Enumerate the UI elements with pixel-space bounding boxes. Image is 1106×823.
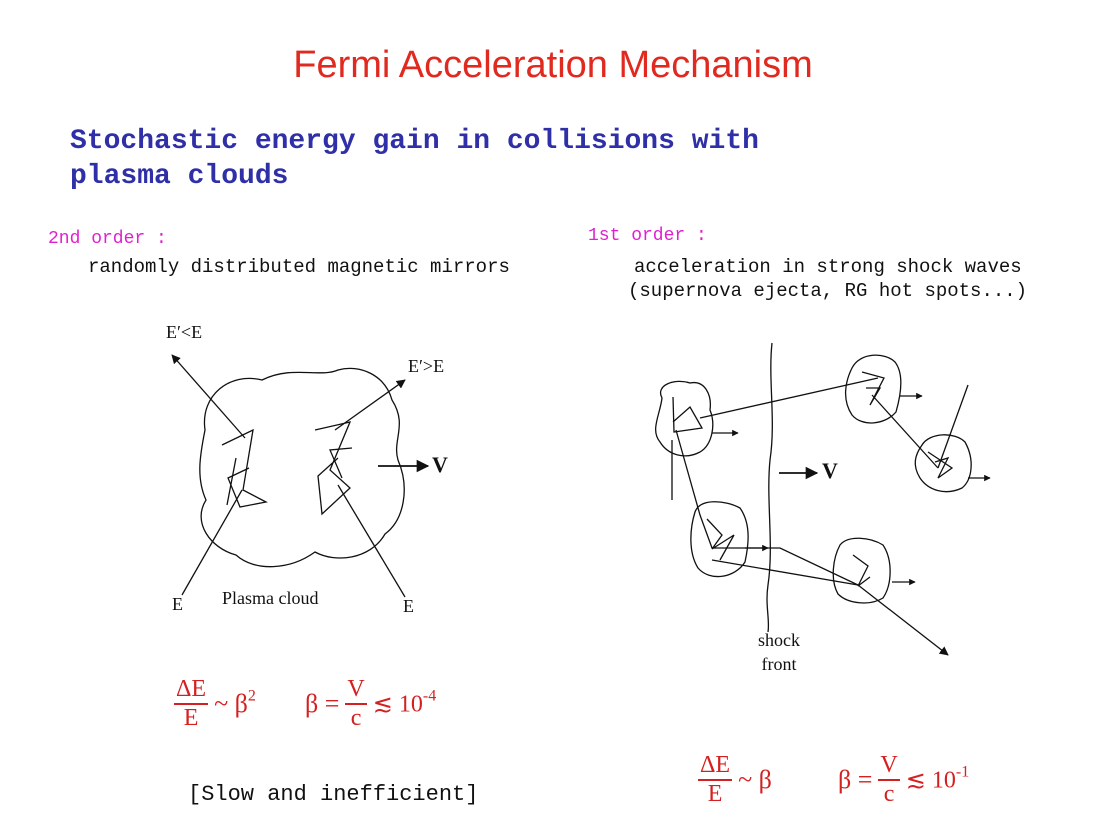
- particle-b-right: [711, 559, 859, 586]
- formula-beta-exponent: -4: [422, 687, 437, 705]
- label-e-prime-less: E′<E: [166, 322, 203, 342]
- first-order-description-line-1: acceleration in strong shock waves: [634, 256, 1022, 278]
- formula-beta1-lhs: β =: [838, 765, 873, 794]
- cloud-a-path: [672, 396, 704, 433]
- label-e-incoming-left: E: [172, 594, 183, 614]
- particle-path-right: [314, 421, 352, 516]
- slide-subtitle: Stochastic energy gain in collisions wit…: [70, 124, 759, 194]
- trajectory-in-right: [337, 484, 406, 598]
- formula-gain-relation: ~ β: [214, 689, 248, 718]
- cloud-d-outline: [914, 434, 972, 493]
- trajectory-out-right: [334, 379, 406, 431]
- particle-path-left: [221, 428, 268, 508]
- formula-gain1-relation: ~ β: [738, 765, 772, 794]
- cloud-e-path: [852, 554, 871, 587]
- trajectory-out-left: [171, 354, 246, 439]
- formula-beta-relation: ≲ 10: [372, 691, 423, 718]
- formula-beta1-numerator: V: [878, 752, 900, 781]
- formula-beta1-exponent: -1: [955, 763, 970, 781]
- formula-beta-denominator: c: [350, 705, 362, 731]
- shock-front-line: [766, 342, 773, 633]
- cloud-c-outline: [844, 354, 902, 424]
- plasma-cloud-outline: [199, 367, 405, 568]
- cloud-a-outline: [655, 380, 714, 457]
- first-order-description-line-2: (supernova ejecta, RG hot spots...): [628, 280, 1028, 302]
- formula-gain1-denominator: E: [707, 781, 723, 807]
- note-slow-inefficient: [Slow and inefficient]: [188, 782, 479, 807]
- particle-zigzag-shock: [675, 429, 859, 586]
- label-velocity-left: V: [432, 452, 448, 477]
- label-shock-line-2: front: [761, 654, 797, 674]
- formula-gain-denominator: E: [183, 705, 199, 731]
- subtitle-line-1: Stochastic energy gain in collisions wit…: [70, 126, 759, 157]
- cloud-c-path: [861, 371, 885, 406]
- first-order-heading: 1st order :: [588, 226, 707, 246]
- formula-gain-exponent: 2: [247, 687, 256, 705]
- trajectory-in-left: [181, 489, 243, 596]
- formula-gain-numerator: ΔE: [174, 676, 209, 705]
- particle-d-exit: [937, 384, 969, 469]
- cloud-b-path: [706, 518, 735, 561]
- particle-path-left-2: [226, 457, 237, 506]
- cloud-b-outline: [690, 501, 749, 578]
- formula-beta-lhs: β =: [305, 689, 340, 718]
- second-order-description: randomly distributed magnetic mirrors: [88, 256, 510, 278]
- label-velocity-right: V: [822, 458, 838, 483]
- cloud-e-outline: [832, 537, 891, 604]
- formula-beta-second-order: β = V c ≲ 10-4: [305, 676, 436, 732]
- formula-gain-first-order: ΔE E ~ β: [698, 752, 772, 808]
- subtitle-line-2: plasma clouds: [70, 161, 289, 192]
- label-plasma-cloud: Plasma cloud: [222, 588, 319, 608]
- label-e-prime-greater: E′>E: [408, 356, 445, 376]
- formula-beta1-denominator: c: [883, 781, 895, 807]
- particle-to-cloud-c: [699, 377, 879, 419]
- formula-beta-numerator: V: [345, 676, 367, 705]
- formula-gain1-numerator: ΔE: [698, 752, 733, 781]
- label-shock-line-1: shock: [758, 630, 800, 650]
- formula-beta1-relation: ≲ 10: [905, 767, 956, 794]
- cloud-d-path: [927, 451, 954, 479]
- label-e-incoming-right: E: [403, 596, 414, 616]
- formula-gain-second-order: ΔE E ~ β2: [174, 676, 256, 732]
- particle-exit-arrow: [857, 584, 949, 656]
- second-order-heading: 2nd order :: [48, 229, 167, 249]
- particle-c-to-d: [871, 394, 939, 469]
- formula-beta-first-order: β = V c ≲ 10-1: [838, 752, 969, 808]
- particle-path-right-2: [329, 447, 353, 479]
- label-shock-front: shock front: [758, 628, 800, 676]
- slide-title: Fermi Acceleration Mechanism: [293, 44, 813, 86]
